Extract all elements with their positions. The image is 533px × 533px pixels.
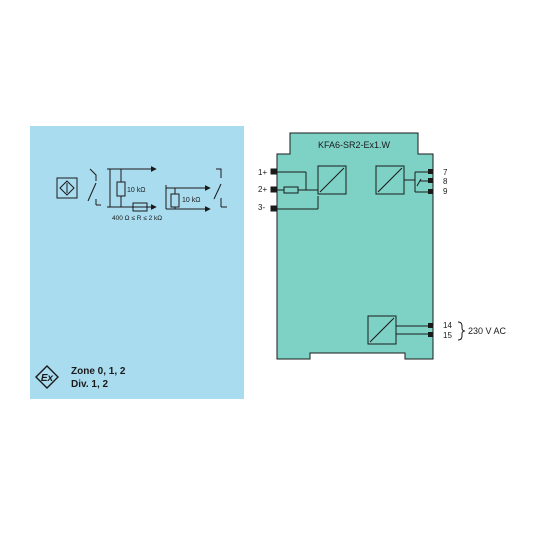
zone-label: Zone 0, 1, 2 — [71, 366, 126, 377]
power-terminal-label: 15 — [443, 331, 452, 340]
device-model-label: KFA6-SR2-Ex1.W — [318, 140, 391, 150]
hazardous-area-panel — [30, 126, 244, 399]
power-brace — [457, 321, 466, 341]
relay-terminal-8 — [428, 178, 433, 183]
proximity-sensor-icon — [56, 177, 78, 199]
resistance-range-label: 400 Ω ≤ R ≤ 2 kΩ — [112, 215, 162, 222]
relay-contact — [404, 171, 428, 193]
resistor-network-1 — [107, 166, 157, 212]
power-supply-label: 230 V AC — [468, 326, 507, 336]
relay-terminal-label: 7 — [443, 168, 448, 177]
device-housing — [276, 132, 434, 360]
relay-terminal-9 — [428, 189, 433, 194]
power-wiring — [396, 325, 428, 335]
svg-text:Ex: Ex — [41, 373, 54, 384]
power-isolation-block — [367, 315, 397, 345]
relay-terminal-7 — [428, 169, 433, 174]
input-terminal-label: 2+ — [258, 185, 267, 194]
division-label: Div. 1, 2 — [71, 379, 108, 390]
resistor-2-label: 10 kΩ — [182, 197, 200, 204]
relay-terminal-label: 9 — [443, 187, 448, 196]
input-terminal-label: 3- — [258, 203, 265, 212]
power-terminal-15 — [428, 332, 433, 337]
ex-explosion-protection-icon: Ex — [35, 365, 59, 389]
power-terminal-14 — [428, 323, 433, 328]
input-terminals — [270, 168, 319, 212]
input-isolation-block — [317, 165, 347, 195]
power-terminal-label: 14 — [443, 321, 452, 330]
resistor-1-label: 10 kΩ — [127, 187, 145, 194]
sensor-switch-contact — [87, 168, 101, 206]
relay-terminal-label: 8 — [443, 177, 448, 186]
output-switch-contact — [213, 168, 227, 208]
input-terminal-label: 1+ — [258, 168, 267, 177]
resistor-network-2 — [165, 185, 211, 212]
